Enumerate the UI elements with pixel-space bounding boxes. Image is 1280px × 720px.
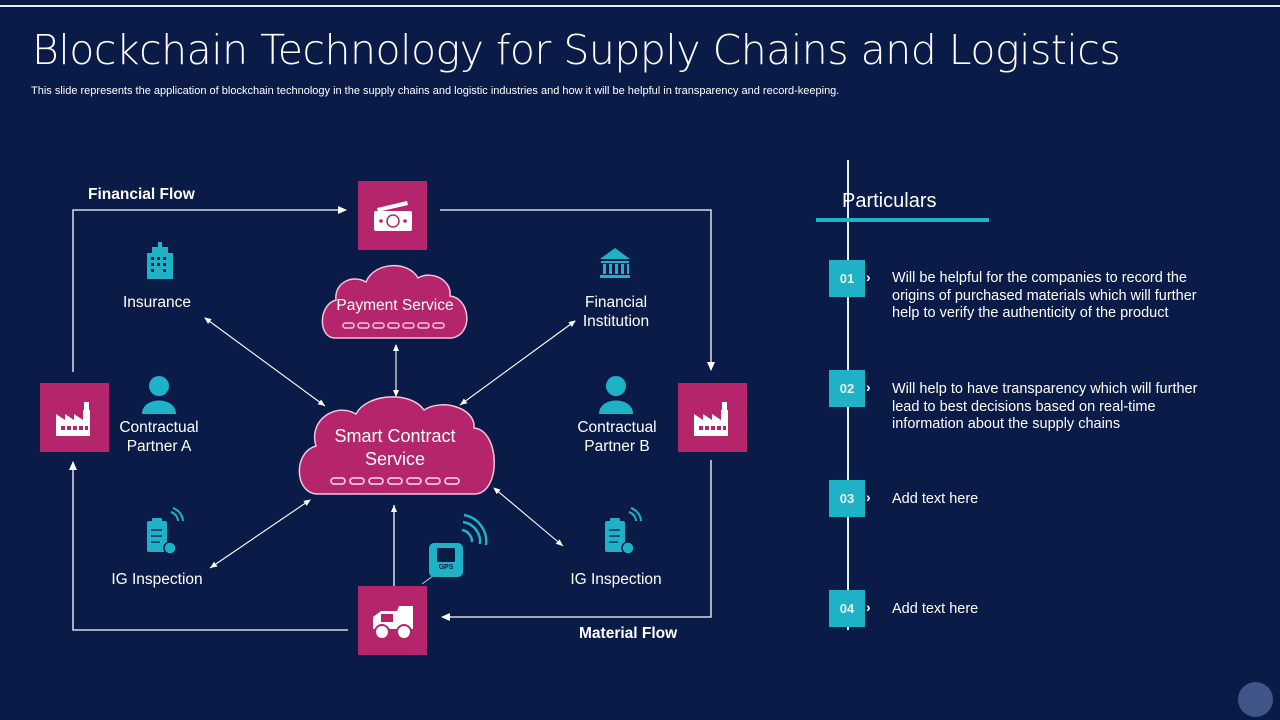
financial-flow-line — [72, 206, 347, 372]
material-flow-line-right — [441, 460, 712, 621]
page-subtitle: This slide represents the application of… — [31, 85, 840, 97]
arrow-ig-right — [493, 487, 564, 547]
smart-contract-label-line1: Smart Contract — [334, 426, 456, 446]
chain-icon-payment — [342, 322, 445, 329]
payment-box — [358, 181, 427, 250]
material-flow-label: Material Flow — [579, 625, 678, 642]
particulars-underline — [816, 218, 989, 222]
bank-icon — [600, 248, 630, 278]
truck-box — [358, 586, 427, 655]
item-text: Add text here — [892, 601, 979, 617]
arrow-insurance — [204, 317, 326, 407]
gps-label: GPS — [438, 564, 454, 571]
top-rule — [0, 5, 1280, 7]
arrow-financial-institution — [459, 320, 576, 406]
partner-a-label-line2: Partner A — [126, 438, 192, 455]
truck-icon — [372, 605, 413, 640]
gps-device-icon — [429, 513, 488, 577]
smart-contract-label-line2: Service — [364, 449, 426, 469]
factory-icon — [55, 401, 90, 436]
item-number-badge: 02 — [829, 370, 865, 407]
partner-b-label-line1: Contractual — [577, 419, 657, 436]
insurance-label: Insurance — [122, 294, 192, 311]
payment-cloud — [321, 264, 468, 339]
factory-icon — [693, 401, 728, 436]
financial-flow-line-right — [440, 209, 715, 371]
partner-a-label-line1: Contractual — [119, 419, 199, 436]
factory-box-left — [40, 383, 109, 452]
financial-institution-label-line2: Institution — [582, 313, 650, 330]
item-number-badge: 01 — [829, 260, 865, 297]
item-number-badge: 04 — [829, 590, 865, 627]
building-icon — [147, 242, 173, 279]
item-text: Will help to have transparency which wil… — [892, 381, 1198, 432]
chevron-right-icon: › — [866, 269, 871, 285]
smart-contract-cloud — [298, 396, 495, 495]
money-icon — [373, 200, 412, 231]
corner-decoration — [1238, 682, 1273, 717]
arrow-ig-left — [209, 499, 311, 569]
ig-inspection-right-label: IG Inspection — [570, 571, 662, 588]
ig-inspection-left-label: IG Inspection — [111, 571, 203, 588]
page-title: Blockchain Technology for Supply Chains … — [32, 26, 1121, 74]
user-icon-partner-b — [599, 376, 633, 414]
item-number-badge: 03 — [829, 480, 865, 517]
clipboard-check-icon-left — [147, 507, 184, 555]
payment-service-label: Payment Service — [336, 297, 454, 314]
chevron-right-icon: › — [866, 599, 871, 615]
financial-flow-label: Financial Flow — [88, 186, 195, 203]
chain-icon-smart — [330, 477, 460, 485]
user-icon-partner-a — [142, 376, 176, 414]
clipboard-check-icon-right — [605, 507, 642, 555]
particulars-title: Particulars — [842, 190, 937, 212]
item-text: Will be helpful for the companies to rec… — [892, 270, 1197, 321]
partner-b-label-line2: Partner B — [584, 438, 650, 455]
factory-box-right — [678, 383, 747, 452]
chevron-right-icon: › — [866, 489, 871, 505]
item-text: Add text here — [892, 491, 979, 507]
chevron-right-icon: › — [866, 379, 871, 395]
material-flow-line-left — [69, 461, 348, 631]
financial-institution-label-line1: Financial — [584, 294, 648, 311]
